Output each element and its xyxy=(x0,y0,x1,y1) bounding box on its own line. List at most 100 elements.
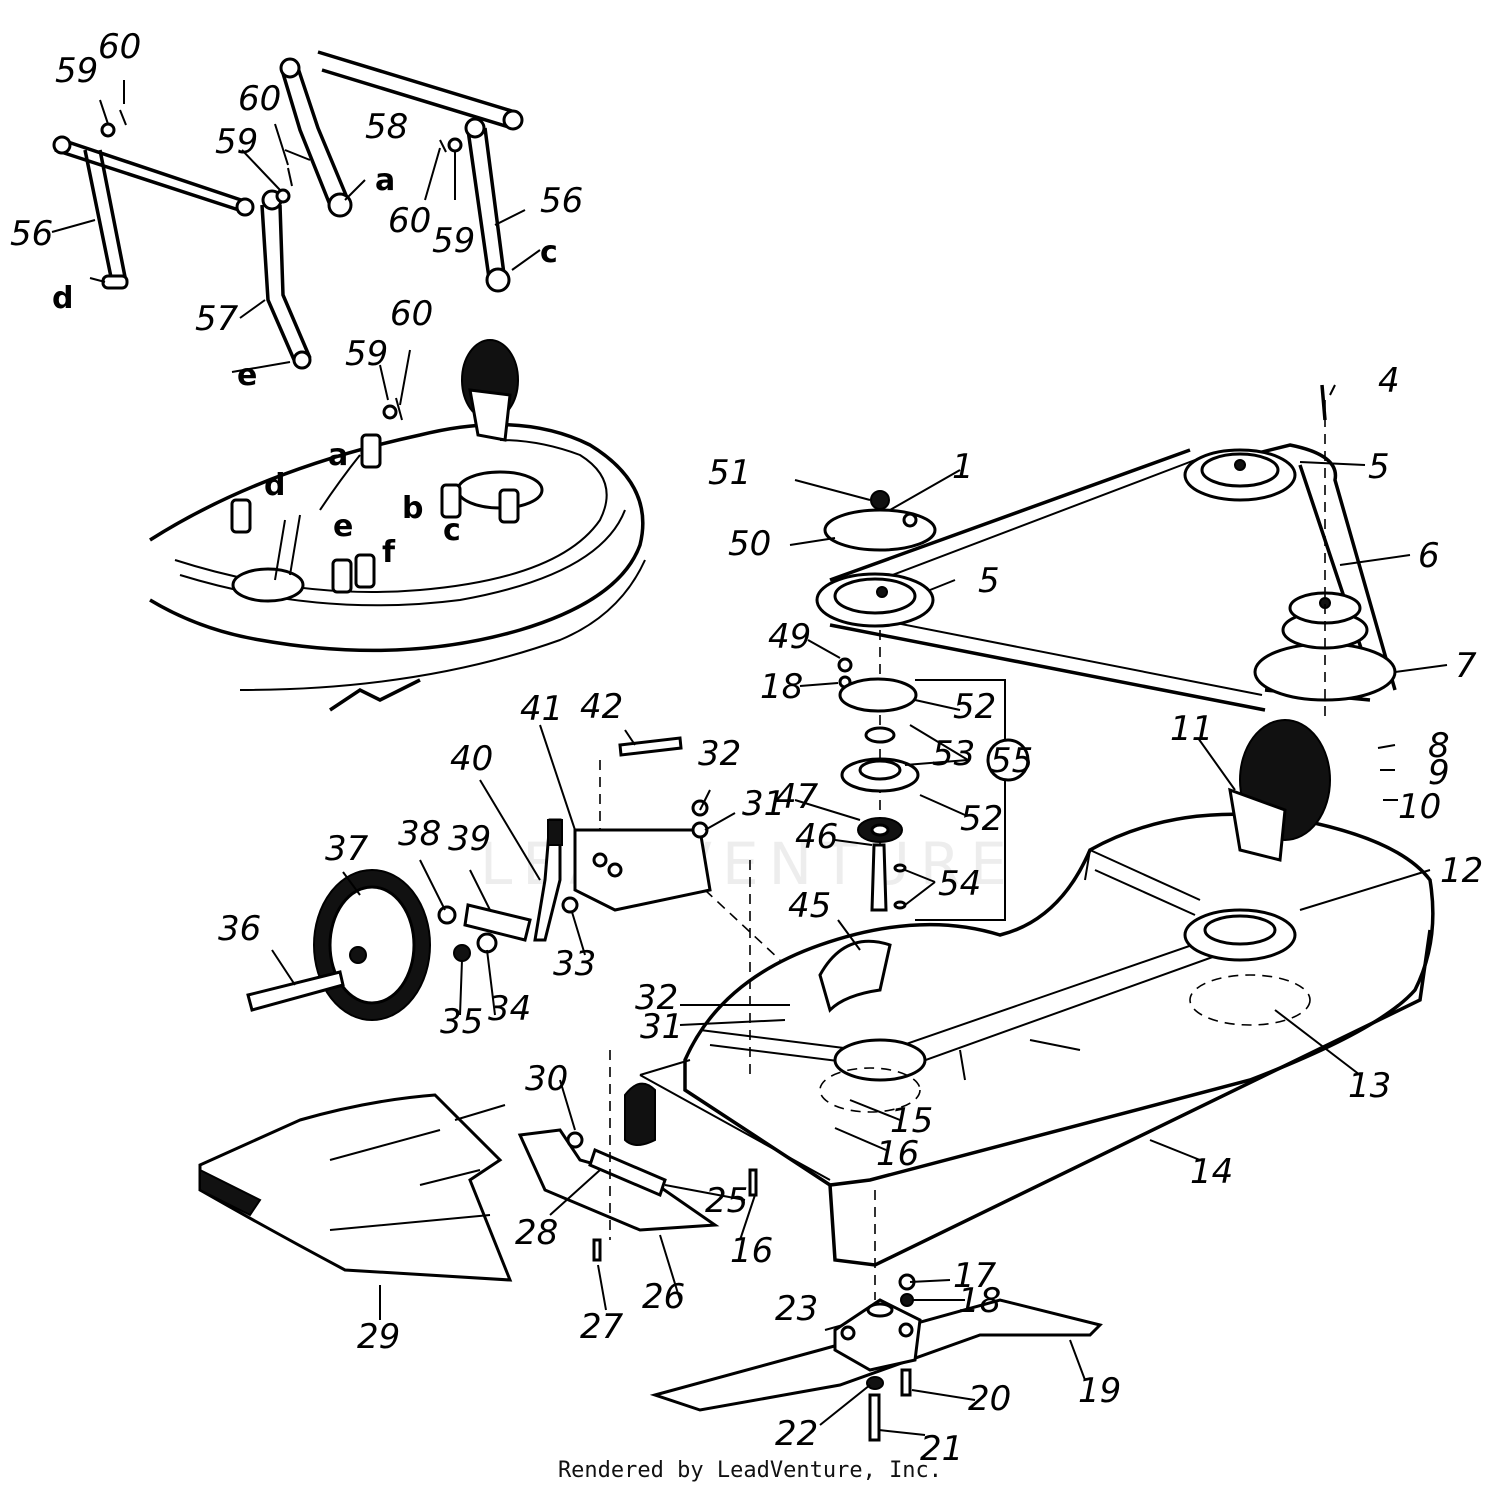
callout-11: 11 xyxy=(1170,709,1213,749)
callout-59: 59 xyxy=(345,334,388,374)
callout-29: 29 xyxy=(357,1317,400,1357)
letter-f: f xyxy=(382,535,396,570)
callout-41: 41 xyxy=(520,689,563,729)
callout-18: 18 xyxy=(760,667,803,707)
callout-59: 59 xyxy=(215,122,258,162)
callout-22: 22 xyxy=(775,1414,818,1454)
spring-28 xyxy=(588,1147,667,1198)
callout-47: 47 xyxy=(775,777,819,817)
callout-labels: 1 4 5 5 6 7 8 9 10 11 12 13 14 15 16 16 … xyxy=(10,27,1483,1469)
letter-b: b xyxy=(402,491,423,526)
callout-53: 53 xyxy=(932,734,975,774)
callout-56: 56 xyxy=(540,181,583,221)
callout-36: 36 xyxy=(218,909,261,949)
bolt-21 xyxy=(868,1393,881,1442)
spindle-shaft-46 xyxy=(870,843,888,912)
washer-50 xyxy=(823,508,937,552)
bolt-36 xyxy=(246,970,345,1012)
callout-18: 18 xyxy=(958,1281,1001,1321)
callout-59: 59 xyxy=(432,221,475,261)
callout-15: 15 xyxy=(890,1101,933,1141)
discharge-chute xyxy=(198,1050,758,1282)
letter-e: e xyxy=(237,358,257,393)
arm-58 xyxy=(280,67,350,206)
callout-28: 28 xyxy=(515,1213,558,1253)
letter-d: d xyxy=(52,281,73,316)
lift-linkage xyxy=(51,50,541,421)
callout-32: 32 xyxy=(698,734,741,774)
callout-33: 33 xyxy=(553,944,596,984)
letter-e: e xyxy=(333,509,353,544)
callout-57: 57 xyxy=(195,299,239,339)
callout-31: 31 xyxy=(742,784,785,824)
callout-26: 26 xyxy=(642,1277,685,1317)
callout-52: 52 xyxy=(953,687,996,727)
callout-40: 40 xyxy=(450,739,493,779)
callout-17: 17 xyxy=(953,1256,997,1296)
callout-60: 60 xyxy=(388,201,431,241)
callout-59: 59 xyxy=(55,51,98,91)
bracket-26 xyxy=(517,1128,720,1232)
callout-60: 60 xyxy=(98,27,141,67)
callout-7: 7 xyxy=(1455,646,1477,686)
callout-46: 46 xyxy=(795,817,838,857)
callout-55: 55 xyxy=(990,741,1033,781)
arm-56-left xyxy=(83,149,128,283)
callout-49: 49 xyxy=(768,617,811,657)
leader-lines xyxy=(271,384,1448,1436)
watermark: LEADVENTURE xyxy=(480,830,1017,898)
callout-23: 23 xyxy=(775,1289,818,1329)
link-bar-right xyxy=(317,50,516,130)
callout-6: 6 xyxy=(1418,536,1440,576)
callout-60: 60 xyxy=(390,294,433,334)
callout-27: 27 xyxy=(580,1307,624,1347)
link-39 xyxy=(463,903,532,942)
callout-34: 34 xyxy=(488,989,531,1029)
belt-6 xyxy=(829,443,1397,712)
callout-circle-55 xyxy=(986,738,1030,782)
callout-42: 42 xyxy=(580,687,623,727)
callout-38: 38 xyxy=(398,814,441,854)
callout-4: 4 xyxy=(1378,361,1400,401)
deck-inset xyxy=(149,339,646,712)
callout-52: 52 xyxy=(960,799,1003,839)
belt-guard-45 xyxy=(818,939,892,1013)
letter-c: c xyxy=(540,235,558,270)
callout-10: 10 xyxy=(1398,787,1441,827)
callout-5: 5 xyxy=(1368,447,1390,487)
callout-25: 25 xyxy=(705,1181,748,1221)
chute-29 xyxy=(198,1093,513,1282)
bearing-housing-52-top xyxy=(838,677,918,713)
bolt-42 xyxy=(618,736,683,757)
letter-c: c xyxy=(443,513,461,548)
callout-37: 37 xyxy=(325,829,369,869)
callout-30: 30 xyxy=(525,1059,568,1099)
callout-13: 13 xyxy=(1348,1066,1391,1106)
callout-45: 45 xyxy=(788,886,831,926)
letter-a: a xyxy=(375,163,395,198)
callout-1: 1 xyxy=(952,447,974,487)
connection-letters: a c d e a b c d e f xyxy=(52,163,558,570)
spindle-boss-left xyxy=(231,567,305,603)
letter-d: d xyxy=(264,468,285,503)
blade-adapter-23 xyxy=(833,1298,922,1372)
callout-20: 20 xyxy=(968,1379,1011,1419)
arm-56-right xyxy=(466,127,507,286)
blade-assembly xyxy=(649,1190,1103,1442)
callout-12: 12 xyxy=(1440,851,1483,891)
callout-54: 54 xyxy=(938,864,981,904)
callout-5: 5 xyxy=(978,561,1000,601)
callout-14: 14 xyxy=(1190,1152,1233,1192)
callout-21: 21 xyxy=(920,1429,963,1469)
arm-57 xyxy=(260,204,312,363)
callout-58: 58 xyxy=(365,107,408,147)
spindle-stack xyxy=(837,657,1030,921)
callout-9: 9 xyxy=(1428,753,1450,793)
footer-credit: Rendered by LeadVenture, Inc. xyxy=(557,1458,943,1483)
callout-60: 60 xyxy=(238,79,281,119)
callout-16: 16 xyxy=(876,1134,919,1174)
wheel-and-bracket xyxy=(246,736,781,1080)
mower-deck-14 xyxy=(624,719,1435,1267)
callout-35: 35 xyxy=(440,1002,483,1042)
